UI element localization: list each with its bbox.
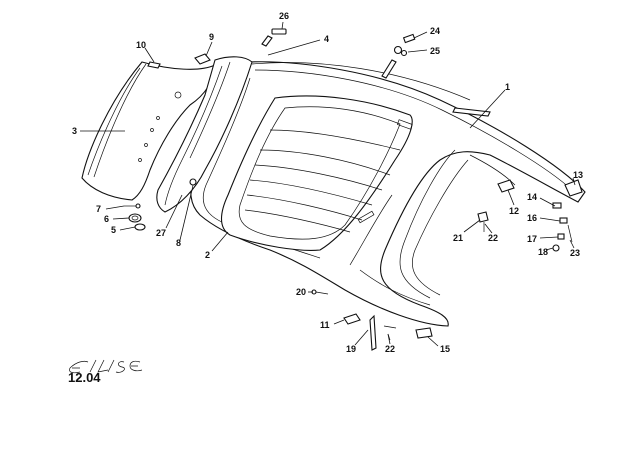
part-23-pin [567, 224, 573, 243]
callout-22-upper: 22 [488, 233, 498, 243]
callout-2: 2 [205, 250, 210, 260]
elise-logo [69, 359, 143, 374]
callout-18: 18 [538, 247, 548, 257]
callout-3: 3 [72, 126, 77, 136]
part-10-strip [147, 61, 161, 69]
callout-21: 21 [453, 233, 463, 243]
callout-14: 14 [527, 192, 537, 202]
callout-19: 19 [346, 344, 356, 354]
part-11-bracket [343, 313, 361, 325]
callout-9: 9 [209, 32, 214, 42]
callout-23: 23 [570, 248, 580, 258]
part-26-clip [271, 28, 287, 35]
callout-15: 15 [440, 344, 450, 354]
revision-code: 12.04 [68, 370, 101, 385]
part-20-screw [311, 289, 329, 295]
callout-26: 26 [279, 11, 289, 21]
headlining-panel [220, 95, 413, 251]
part-12-bracket [497, 179, 515, 193]
part-24-block [402, 33, 416, 44]
roof-strip [381, 59, 491, 117]
part-25-washers [393, 45, 408, 57]
part-14-bolt [552, 202, 562, 209]
callout-5: 5 [111, 225, 116, 235]
callout-8: 8 [176, 238, 181, 248]
callout-labels: 26 4 9 10 3 24 25 1 12 13 14 16 17 18 23… [72, 11, 583, 354]
callout-11: 11 [320, 320, 330, 330]
part-4-trim [261, 35, 273, 47]
part-21-bracket [477, 211, 489, 232]
callout-27: 27 [156, 228, 166, 238]
callout-13: 13 [573, 170, 583, 180]
callout-12: 12 [509, 206, 519, 216]
part-17-nut [557, 233, 565, 240]
callout-4: 4 [324, 34, 329, 44]
callout-20: 20 [296, 287, 306, 297]
part-19-strip [369, 314, 377, 351]
leader-lines [80, 21, 576, 347]
callout-17: 17 [527, 234, 537, 244]
callout-16: 16 [527, 213, 537, 223]
callout-7: 7 [96, 204, 101, 214]
part-18-washer [552, 244, 560, 252]
callout-1: 1 [505, 82, 510, 92]
part-16-clip [559, 217, 568, 224]
rear-window-frame [156, 56, 253, 213]
part-7-screw [124, 203, 141, 209]
callout-6: 6 [104, 214, 109, 224]
callout-10: 10 [136, 40, 146, 50]
part-15-bracket [415, 327, 433, 339]
part-5-clip [134, 223, 146, 231]
part-8-bolt [189, 178, 197, 191]
part-9-pad [194, 53, 211, 65]
callout-22-lower: 22 [385, 344, 395, 354]
callout-24: 24 [430, 26, 440, 36]
part-6-grommet [128, 213, 142, 223]
part-22-pin [383, 325, 397, 341]
callout-25: 25 [430, 46, 440, 56]
